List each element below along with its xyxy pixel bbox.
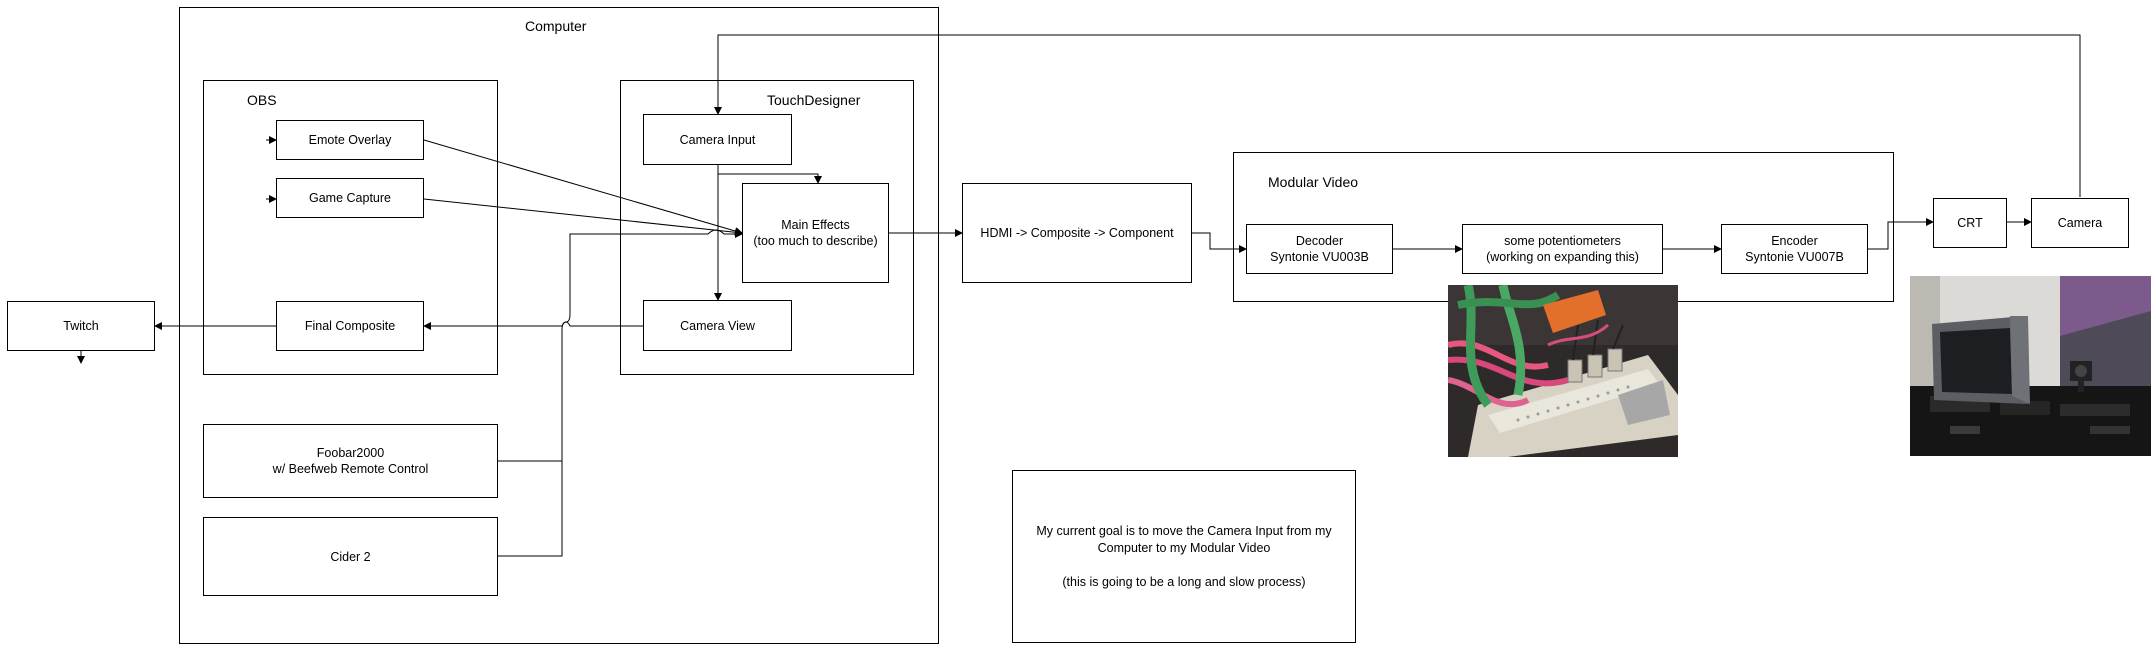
- emote-overlay-label: Emote Overlay: [308, 133, 392, 147]
- wire-encoder-to-crt: [1868, 218, 1934, 250]
- hdmi-converter-node[interactable]: HDMI -> Composite -> Component: [962, 183, 1192, 283]
- camera-node[interactable]: Camera: [2031, 198, 2129, 248]
- wire-camera-to-camera-input: [714, 34, 2081, 197]
- decoder-label: Decoder Syntonie VU003B: [1270, 234, 1369, 264]
- main-effects-node[interactable]: Main Effects (too much to describe): [742, 183, 889, 283]
- final-composite-node[interactable]: Final Composite: [276, 301, 424, 351]
- goal-note: My current goal is to move the Camera In…: [1012, 470, 1356, 643]
- game-capture-node[interactable]: Game Capture: [276, 178, 424, 218]
- encoder-label: Encoder Syntonie VU007B: [1745, 234, 1844, 264]
- crt-setup-photo: [1910, 276, 2151, 456]
- encoder-node[interactable]: Encoder Syntonie VU007B: [1721, 224, 1868, 274]
- computer-container: [179, 7, 939, 644]
- potentiometers-node[interactable]: some potentiometers (working on expandin…: [1462, 224, 1663, 274]
- foobar-label: Foobar2000 w/ Beefweb Remote Control: [272, 446, 429, 476]
- obs-container: [203, 80, 498, 375]
- camera-label: Camera: [2057, 216, 2103, 230]
- wire-hdmi-to-decoder: [1192, 232, 1247, 253]
- modular-video-label: Modular Video: [1268, 174, 1359, 190]
- main-effects-label: Main Effects (too much to describe): [753, 218, 878, 248]
- twitch-label: Twitch: [63, 319, 99, 333]
- cider-label: Cider 2: [330, 549, 371, 564]
- foobar-node[interactable]: Foobar2000 w/ Beefweb Remote Control: [203, 424, 498, 498]
- touchdesigner-container: [620, 80, 914, 375]
- breadboard-photo: [1448, 285, 1678, 457]
- potentiometers-label: some potentiometers (working on expandin…: [1486, 234, 1639, 264]
- camera-input-label: Camera Input: [679, 132, 756, 147]
- computer-label: Computer: [525, 18, 587, 34]
- cider-node[interactable]: Cider 2: [203, 517, 498, 596]
- camera-input-node[interactable]: Camera Input: [643, 114, 792, 165]
- touchdesigner-label: TouchDesigner: [767, 92, 861, 108]
- wire-camera-input-to-effects: [718, 173, 822, 184]
- wire-game-to-effects: [423, 198, 743, 237]
- crt-label: CRT: [1957, 216, 1983, 230]
- hdmi-converter-label: HDMI -> Composite -> Component: [980, 226, 1174, 240]
- camera-view-label: Camera View: [680, 318, 755, 333]
- wire-cameraview-to-composite: [423, 321, 643, 330]
- goal-note-text: My current goal is to move the Camera In…: [1036, 523, 1332, 589]
- twitch-node[interactable]: Twitch: [7, 301, 155, 351]
- camera-view-node[interactable]: Camera View: [643, 300, 792, 351]
- obs-label: OBS: [247, 92, 277, 108]
- game-capture-label: Game Capture: [309, 191, 391, 205]
- crt-node[interactable]: CRT: [1933, 198, 2007, 248]
- wire-emote-to-effects: [423, 139, 743, 235]
- final-composite-label: Final Composite: [304, 319, 396, 333]
- emote-overlay-node[interactable]: Emote Overlay: [276, 120, 424, 160]
- decoder-node[interactable]: Decoder Syntonie VU003B: [1246, 224, 1393, 274]
